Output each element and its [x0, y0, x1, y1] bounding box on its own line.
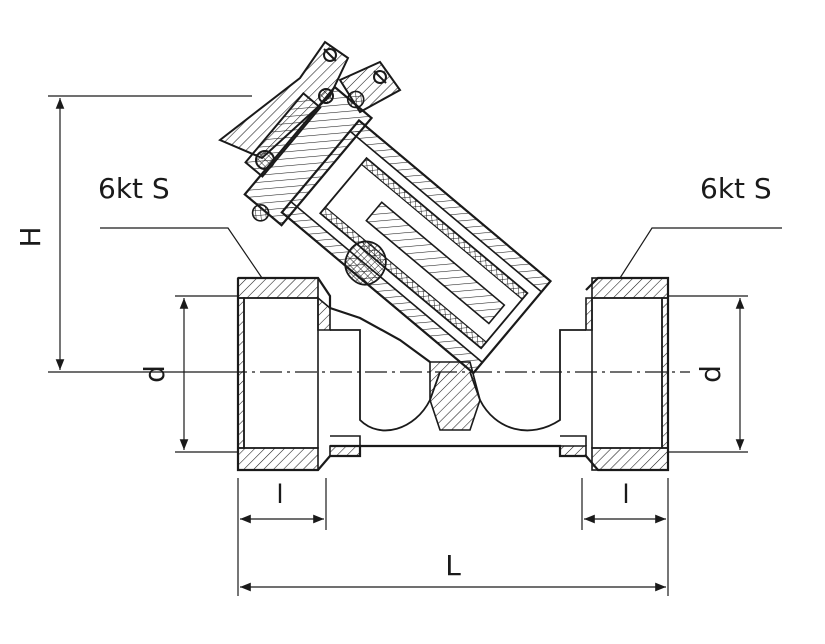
port-wall-hatching	[237, 277, 669, 471]
thread-length-label-right: l	[622, 480, 629, 510]
thread-length-label-left: l	[276, 480, 283, 510]
cap-handle	[218, 40, 402, 170]
strainer-housing	[243, 85, 553, 375]
total-length-label: L	[445, 549, 461, 582]
dimension-lines	[48, 95, 782, 596]
diameter-label-right: d	[694, 365, 727, 383]
hex-label-left: 6kt S	[98, 172, 170, 205]
hex-label-right: 6kt S	[700, 172, 772, 205]
debris-mark	[344, 240, 387, 286]
height-label: H	[14, 226, 47, 247]
diameter-label-left: d	[138, 365, 171, 383]
